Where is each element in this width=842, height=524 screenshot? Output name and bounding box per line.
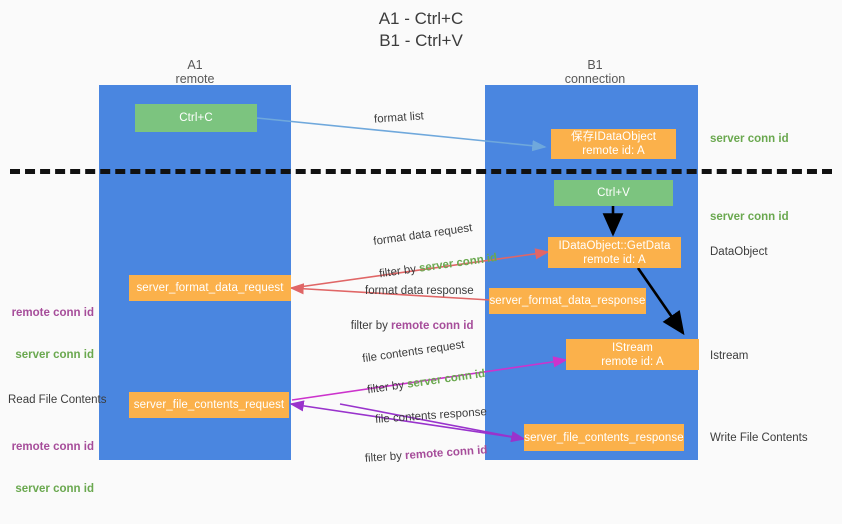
- left-label-read-file-contents: Read File Contents: [8, 394, 107, 406]
- edge-label-format-data-response: format data response: [365, 285, 474, 297]
- node-save-idataobject[interactable]: 保存IDataObject remote id: A: [551, 129, 676, 159]
- left-label-server-conn-id-1: server conn id: [15, 349, 94, 361]
- right-label-server-conn-id-top: server conn id: [710, 133, 789, 145]
- column-header-a1-sub: remote: [175, 72, 215, 86]
- edge-label-file-contents-response-filter: filter by remote conn id: [351, 429, 489, 480]
- node-server-file-contents-response-label: server_file_contents_response: [524, 431, 684, 444]
- node-ctrl-c[interactable]: Ctrl+C: [135, 104, 257, 132]
- left-label-server-conn-id-2: server conn id: [15, 483, 94, 495]
- node-idataobject-getdata[interactable]: IDataObject::GetData remote id: A: [548, 237, 681, 268]
- left-label-remote-conn-id-1: remote conn id: [11, 307, 94, 319]
- node-ctrl-c-label: Ctrl+C: [179, 112, 213, 124]
- node-server-format-data-response[interactable]: server_format_data_response: [489, 288, 646, 314]
- edge-label-format-list: format list: [373, 110, 425, 126]
- node-ctrl-v[interactable]: Ctrl+V: [554, 180, 673, 206]
- node-idataobject-getdata-label: IDataObject::GetData remote id: A: [558, 239, 671, 266]
- node-server-file-contents-request-label: server_file_contents_request: [133, 399, 285, 411]
- filter-prefix: filter by: [378, 262, 421, 281]
- filter-prefix: filter by: [364, 450, 406, 465]
- filter-key-remote-conn-id: remote conn id: [391, 320, 474, 332]
- column-header-b1-name: B1: [587, 58, 603, 72]
- left-label-conn-ids-format: remote conn id server conn id: [0, 278, 94, 390]
- node-server-file-contents-response[interactable]: server_file_contents_response: [524, 424, 684, 451]
- page-title: A1 - Ctrl+C B1 - Ctrl+V: [378, 9, 464, 50]
- column-header-a1: A1 remote: [125, 58, 265, 86]
- node-istream[interactable]: IStream remote id: A: [566, 339, 699, 370]
- node-server-format-data-request[interactable]: server_format_data_request: [129, 275, 291, 301]
- edge-label-format-data-response-filter: filter by remote conn id: [338, 305, 474, 347]
- node-server-file-contents-request[interactable]: server_file_contents_request: [129, 392, 289, 418]
- node-ctrl-v-label: Ctrl+V: [597, 187, 630, 199]
- node-save-idataobject-label: 保存IDataObject remote id: A: [570, 131, 657, 157]
- filter-prefix: filter by: [350, 320, 392, 332]
- column-header-b1: B1 connection: [525, 58, 665, 86]
- node-server-format-data-request-label: server_format_data_request: [136, 282, 284, 294]
- right-label-server-conn-id-mid: server conn id: [710, 211, 789, 223]
- filter-prefix: filter by: [366, 378, 409, 397]
- filter-key-remote-conn-id: remote conn id: [404, 444, 488, 463]
- filter-key-server-conn-id: server conn id: [406, 367, 486, 391]
- column-header-b1-sub: connection: [564, 72, 626, 86]
- sequence-diagram-canvas: A1 - Ctrl+C B1 - Ctrl+V A1 remote B1 con…: [0, 9, 832, 495]
- node-server-format-data-response-label: server_format_data_response: [489, 295, 646, 307]
- left-label-conn-ids-file: remote conn id server conn id: [0, 412, 94, 524]
- right-label-write-file-contents: Write File Contents: [710, 432, 808, 444]
- edge-label-file-contents-response: file contents response: [374, 406, 488, 426]
- phase-divider: [10, 169, 832, 174]
- right-label-dataobject: DataObject: [710, 246, 768, 258]
- left-label-remote-conn-id-2: remote conn id: [11, 441, 94, 453]
- node-istream-label: IStream remote id: A: [601, 341, 664, 368]
- filter-key-server-conn-id: server conn id: [418, 251, 498, 275]
- column-header-a1-name: A1: [187, 58, 203, 72]
- right-label-istream: Istream: [710, 350, 749, 362]
